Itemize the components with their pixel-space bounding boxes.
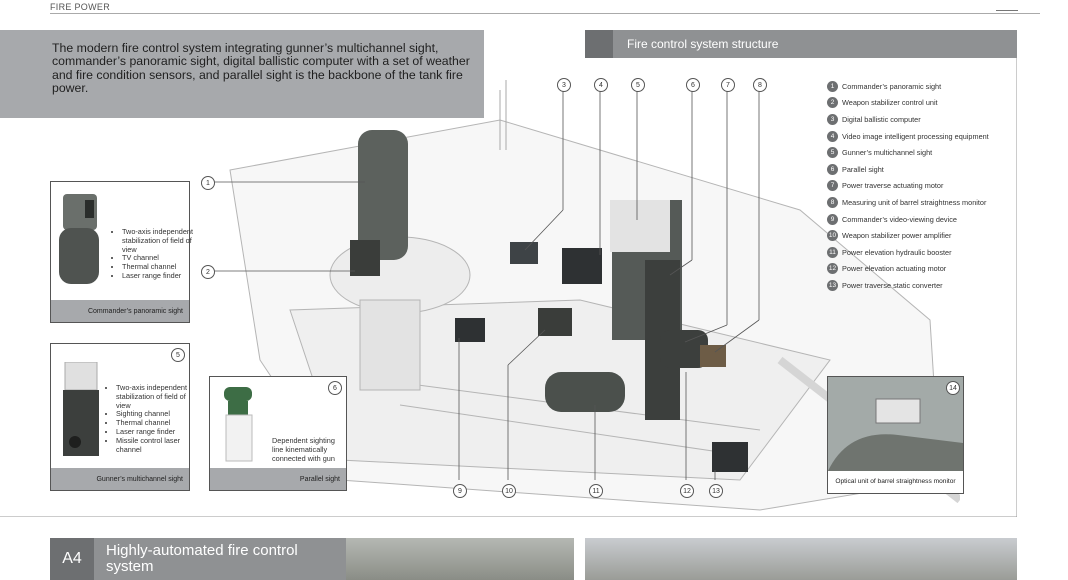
header-rule <box>50 13 1040 14</box>
bottom-header <box>50 538 346 580</box>
bullet: Missile control laser channel <box>116 436 194 455</box>
bullet: Thermal channel <box>122 262 194 272</box>
stabilizer-control-unit <box>350 240 380 276</box>
gunner-sight-card: 5 Two-axis independent stabilization of … <box>50 343 190 491</box>
callout-10: 10 <box>502 484 516 498</box>
structure-title: Fire control system structure <box>627 37 779 51</box>
callout-9: 9 <box>453 484 467 498</box>
bullet: Thermal channel <box>116 418 194 428</box>
commander-sight-card: Two-axis independent stabilization of fi… <box>50 181 193 323</box>
card-caption: Parallel sight <box>210 468 346 490</box>
brand-logo <box>996 2 1018 11</box>
card-number: 5 <box>171 348 185 362</box>
callout-6: 6 <box>686 78 700 92</box>
bullet: TV channel <box>122 254 194 263</box>
callout-7: 7 <box>721 78 735 92</box>
intro-text: The modern fire control system integrati… <box>52 41 470 95</box>
gunner-sight-head <box>610 200 670 252</box>
callout-11: 11 <box>589 484 603 498</box>
bottom-title: Highly-automated fire control system <box>106 542 298 575</box>
callout-8: 8 <box>753 78 767 92</box>
section-title: FIRE POWER <box>50 2 111 12</box>
card-caption: Gunner’s multichannel sight <box>51 468 189 490</box>
gunner-sight-thumbnail <box>63 362 99 456</box>
measuring-unit <box>700 345 726 367</box>
bullet: Two-axis independent stabilization of fi… <box>116 383 194 410</box>
parallel-sight-thumbnail <box>224 387 253 462</box>
tank-photo-right <box>585 538 1017 580</box>
hydraulic-booster <box>545 372 625 412</box>
structure-header <box>585 30 1017 58</box>
callout-12: 12 <box>680 484 694 498</box>
optical-unit-card: 14 Optical unit of barrel straightness m… <box>827 376 964 494</box>
tank-photo-left <box>346 538 574 580</box>
bullet: Two-axis independent stabilization of fi… <box>122 227 194 254</box>
card-caption: Optical unit of barrel straightness moni… <box>828 471 963 493</box>
parallel-sight-description: Dependent sighting line kinematically co… <box>272 436 335 463</box>
callout-4: 4 <box>594 78 608 92</box>
callout-5: 5 <box>631 78 645 92</box>
video-viewing-device <box>455 318 485 342</box>
static-converter <box>712 442 748 472</box>
ballistic-computer <box>510 242 538 264</box>
optical-unit-thumbnail <box>828 377 963 471</box>
card-number: 14 <box>946 381 960 395</box>
bullet: Laser range finder <box>116 427 194 437</box>
traverse-motor <box>660 330 708 368</box>
callout-13: 13 <box>709 484 723 498</box>
commander-sight-model <box>358 130 408 260</box>
structure-header-mark <box>585 30 613 58</box>
section-code: A4 <box>50 538 94 580</box>
bullet: Laser range finder <box>122 271 194 281</box>
card-number: 6 <box>328 381 342 395</box>
video-processing-unit <box>562 248 602 284</box>
commander-sight-thumbnail <box>59 194 99 284</box>
card-caption: Commander’s panoramic sight <box>51 300 189 322</box>
callout-1: 1 <box>201 176 215 190</box>
bullet: Sighting channel <box>116 410 194 419</box>
parallel-sight-card: 6 Dependent sighting line kinematically … <box>209 376 347 491</box>
intro-panel <box>0 30 484 118</box>
callout-3: 3 <box>557 78 571 92</box>
callout-2: 2 <box>201 265 215 279</box>
